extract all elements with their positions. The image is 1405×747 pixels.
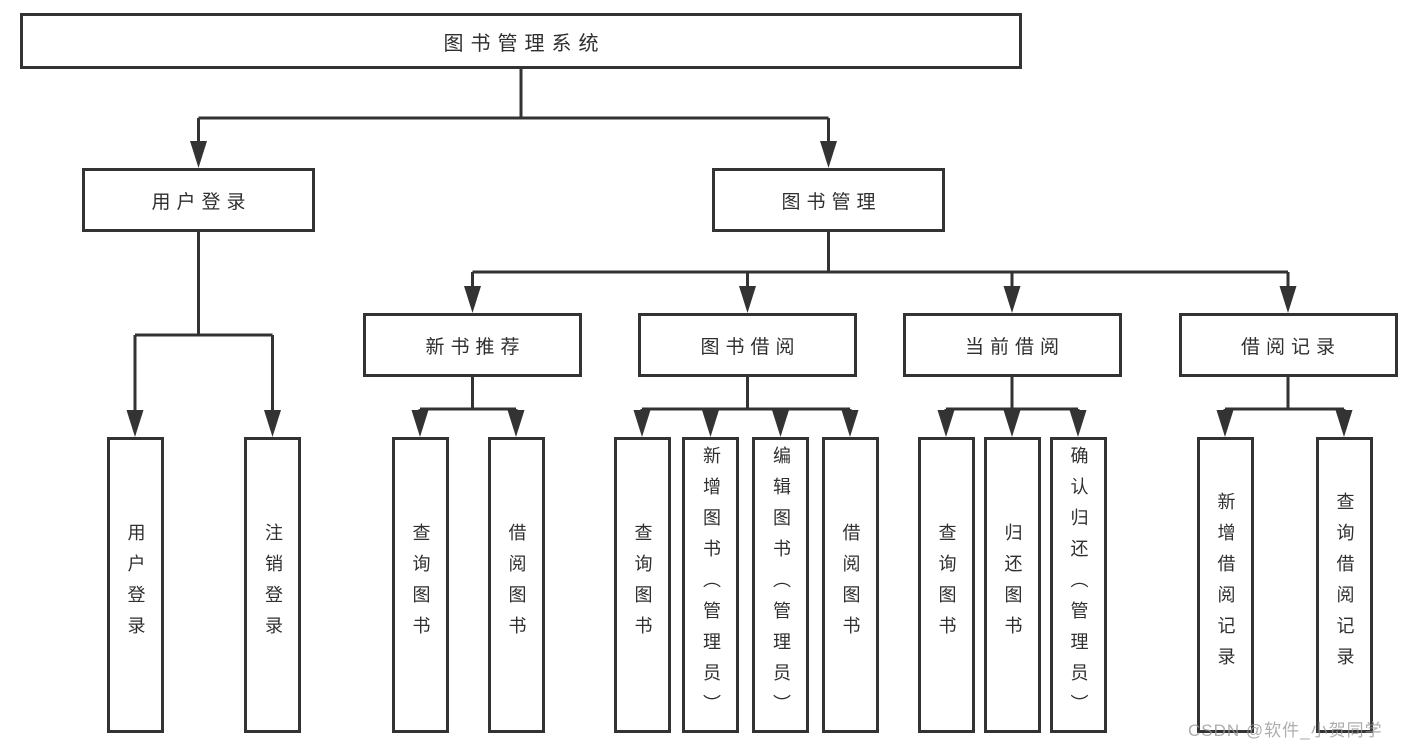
node-leaf-return-books: 归还图书	[983, 437, 1041, 733]
arrowhead-down-icon	[633, 410, 651, 437]
arrowhead-down-icon	[411, 410, 429, 437]
arrowhead-down-icon	[507, 410, 525, 437]
node-leaf-add-borrow-record: 新增借阅记录	[1196, 437, 1254, 733]
node-leaf-logout: 注销登录	[244, 437, 301, 733]
arrowhead-down-icon	[464, 286, 481, 313]
arrowhead-down-icon	[1003, 286, 1021, 313]
node-leaf-query-borrow-record: 查询借阅记录	[1315, 437, 1373, 733]
csdn-watermark: CSDN @软件_小贺同学	[1188, 721, 1383, 740]
arrowhead-down-icon	[820, 141, 837, 168]
node-leaf-edit-books-admin: 编辑图书（管理员）	[752, 437, 809, 733]
arrowhead-down-icon	[1069, 410, 1087, 437]
arrowhead-down-icon	[1335, 410, 1353, 437]
connector-bookmgmt-to-level3	[464, 232, 1297, 313]
node-borrowing-records: 借阅记录	[1178, 313, 1398, 377]
node-leaf-add-books-admin: 新增图书（管理员）	[682, 437, 739, 733]
arrowhead-down-icon	[739, 286, 756, 313]
node-new-book-recommendation: 新书推荐	[363, 313, 582, 377]
connector-newrec-to-leaves	[411, 377, 525, 437]
arrowhead-down-icon	[841, 410, 859, 437]
arrowhead-down-icon	[190, 141, 207, 168]
arrowhead-down-icon	[772, 410, 789, 437]
arrowhead-down-icon	[1216, 410, 1234, 437]
node-leaf-confirm-return-admin: 确认归还（管理员）	[1049, 437, 1107, 733]
node-root-system: 图书管理系统	[20, 13, 1022, 69]
node-leaf-borrow-books: 借阅图书	[487, 437, 545, 733]
node-leaf-query-books: 查询图书	[391, 437, 449, 733]
arrowhead-down-icon	[702, 410, 719, 437]
connector-root-to-level2	[190, 69, 837, 168]
connector-records-to-leaves	[1216, 377, 1353, 437]
node-book-borrowing: 图书借阅	[638, 313, 857, 377]
node-leaf-user-login: 用户登录	[106, 437, 164, 733]
arrowhead-down-icon	[937, 410, 955, 437]
connector-borrowing-to-leaves	[633, 377, 859, 437]
node-leaf-query-books: 查询图书	[613, 437, 671, 733]
arrowhead-down-icon	[126, 410, 144, 437]
node-leaf-borrow-books: 借阅图书	[821, 437, 879, 733]
node-leaf-query-books: 查询图书	[917, 437, 975, 733]
node-current-borrowing: 当前借阅	[902, 313, 1122, 377]
connector-userlogin-to-leaves	[126, 232, 281, 437]
arrowhead-down-icon	[1003, 410, 1021, 437]
arrowhead-down-icon	[1279, 286, 1297, 313]
arrowhead-down-icon	[264, 410, 281, 437]
node-user-login: 用户登录	[82, 168, 315, 232]
connector-current-to-leaves	[937, 377, 1087, 437]
node-book-management: 图书管理	[712, 168, 945, 232]
